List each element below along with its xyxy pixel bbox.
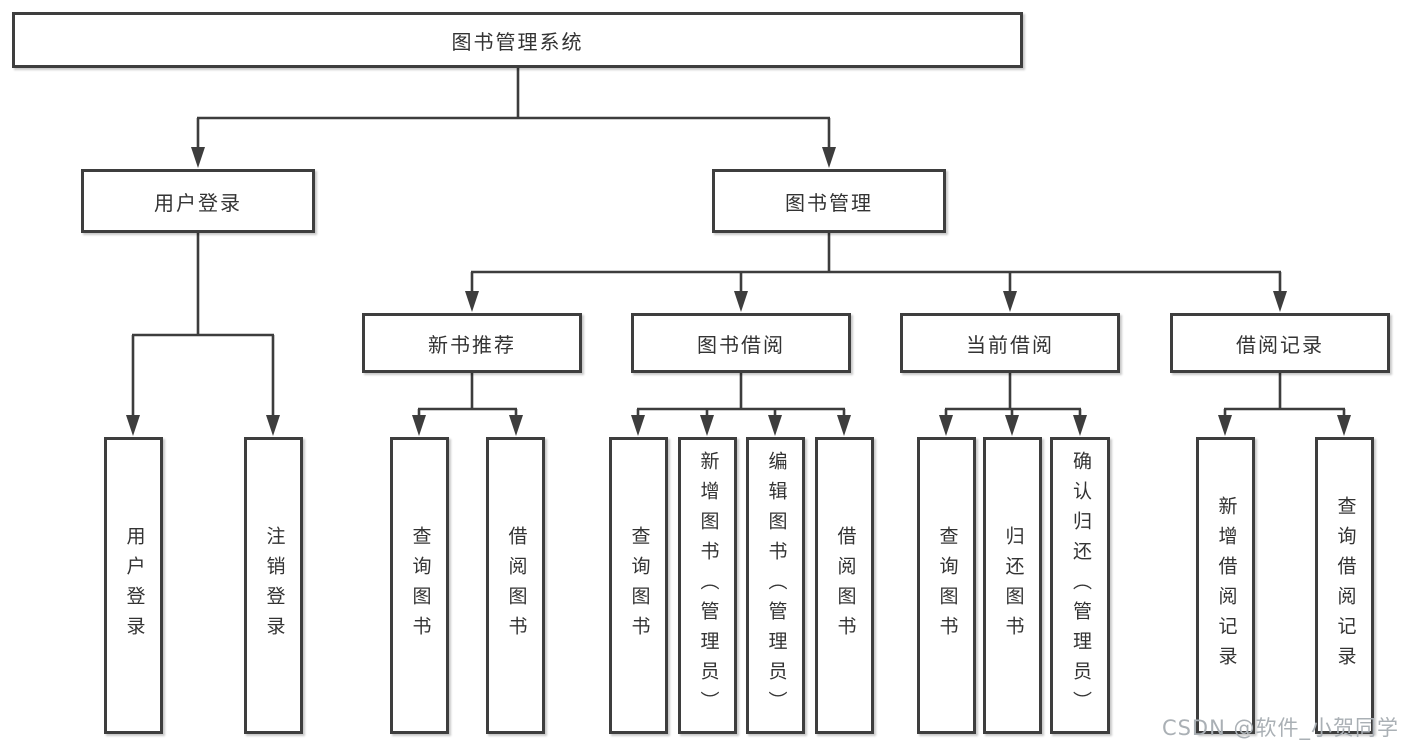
node-label: 查询借阅记录 bbox=[1334, 495, 1357, 676]
node-user-login: 用户登录 bbox=[81, 169, 315, 233]
node-label: 用户登录 bbox=[154, 190, 242, 215]
node-label: 借阅图书 bbox=[834, 525, 857, 646]
node-label: 图书管理系统 bbox=[451, 29, 584, 54]
arrowhead bbox=[1218, 415, 1232, 436]
connector-user-login-split bbox=[126, 231, 280, 436]
connector-book-borrow-split bbox=[631, 371, 851, 436]
node-current-borrow: 当前借阅 bbox=[900, 313, 1120, 373]
arrowhead bbox=[1073, 415, 1087, 436]
node-borrow-query: 查询图书 bbox=[609, 437, 668, 734]
connector-current-borrow-split bbox=[939, 371, 1087, 436]
node-label: 确认归还（管理员） bbox=[1069, 450, 1092, 721]
node-current-return: 归还图书 bbox=[983, 437, 1042, 734]
arrowhead bbox=[126, 415, 140, 436]
arrowhead bbox=[939, 415, 953, 436]
node-label: 图书借阅 bbox=[697, 332, 785, 357]
node-new-book-recommend: 新书推荐 bbox=[362, 313, 582, 373]
arrowhead bbox=[837, 415, 851, 436]
arrowhead bbox=[631, 415, 645, 436]
node-label: 查询图书 bbox=[628, 525, 651, 646]
node-records-query: 查询借阅记录 bbox=[1315, 437, 1374, 734]
arrowhead bbox=[822, 147, 836, 168]
arrowhead bbox=[700, 415, 714, 436]
node-label: 新书推荐 bbox=[428, 332, 516, 357]
csdn-watermark: CSDN @软件_小贺同学 bbox=[1161, 716, 1399, 740]
node-label: 编辑图书（管理员） bbox=[765, 450, 788, 721]
node-label: 归还图书 bbox=[1002, 525, 1025, 646]
node-borrow-edit-admin: 编辑图书（管理员） bbox=[746, 437, 805, 734]
connector-root-split bbox=[191, 66, 836, 168]
arrowhead bbox=[191, 147, 205, 168]
node-logout-leaf: 注销登录 bbox=[244, 437, 303, 734]
node-borrow-borrow: 借阅图书 bbox=[815, 437, 874, 734]
node-book-management: 图书管理 bbox=[712, 169, 946, 233]
node-label: 当前借阅 bbox=[966, 332, 1054, 357]
node-label: 新增借阅记录 bbox=[1215, 495, 1238, 676]
node-label: 用户登录 bbox=[123, 525, 146, 646]
connector-new-book-split bbox=[412, 371, 523, 436]
node-root: 图书管理系统 bbox=[12, 12, 1023, 68]
node-label: 查询图书 bbox=[409, 525, 432, 646]
node-label: 查询图书 bbox=[936, 525, 959, 646]
node-label: 图书管理 bbox=[785, 190, 873, 215]
node-new-book-query: 查询图书 bbox=[390, 437, 449, 734]
arrowhead bbox=[509, 415, 523, 436]
node-label: 借阅图书 bbox=[505, 525, 528, 646]
node-user-login-leaf: 用户登录 bbox=[104, 437, 163, 734]
arrowhead bbox=[266, 415, 280, 436]
node-borrow-records: 借阅记录 bbox=[1170, 313, 1390, 373]
node-current-confirm-admin: 确认归还（管理员） bbox=[1050, 437, 1110, 734]
arrowhead bbox=[465, 291, 479, 312]
node-label: 借阅记录 bbox=[1236, 332, 1324, 357]
arrowhead bbox=[768, 415, 782, 436]
node-borrow-add-admin: 新增图书（管理员） bbox=[678, 437, 737, 734]
node-label: 注销登录 bbox=[263, 525, 286, 646]
arrowhead bbox=[734, 291, 748, 312]
arrowhead bbox=[1273, 291, 1287, 312]
arrowhead bbox=[1003, 291, 1017, 312]
arrowhead bbox=[1005, 415, 1019, 436]
node-records-add: 新增借阅记录 bbox=[1196, 437, 1255, 734]
connector-borrow-records-split bbox=[1218, 371, 1351, 436]
node-book-borrow: 图书借阅 bbox=[631, 313, 851, 373]
node-current-query: 查询图书 bbox=[917, 437, 976, 734]
arrowhead bbox=[412, 415, 426, 436]
node-label: 新增图书（管理员） bbox=[697, 450, 720, 721]
arrowhead bbox=[1337, 415, 1351, 436]
node-new-book-borrow: 借阅图书 bbox=[486, 437, 545, 734]
connector-book-management-split bbox=[465, 231, 1287, 312]
